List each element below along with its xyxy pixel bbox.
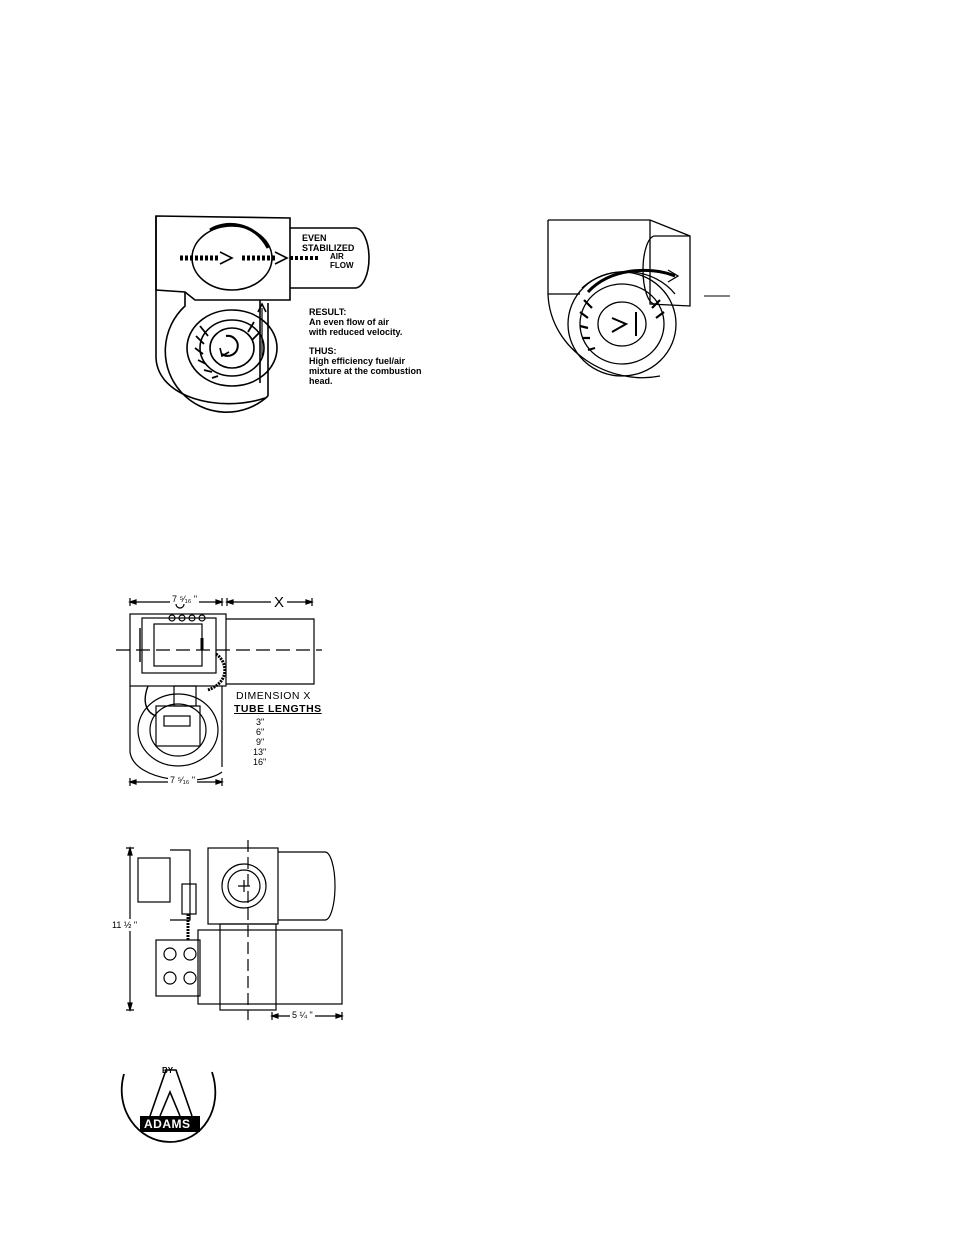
tube-lengths-caption: TUBE LENGTHS [232,703,324,715]
blower-housing-illustration [540,216,740,386]
dimension-x-caption: DIMENSION X [234,690,313,702]
blower-airflow-illustration [150,208,450,418]
tube-length-item: 16" [253,757,266,767]
adams-logo [118,1064,223,1144]
height-dimension: 11 ½ " [112,919,137,931]
tube-length-item: 9" [256,737,264,747]
result-text: An even flow of air with reduced velocit… [309,317,402,337]
tube-length-item: 3" [256,717,264,727]
air-flow-label: AIR FLOW [330,252,354,270]
width-top-dimension: 7 ⁵⁄₁₆ " [170,594,199,604]
result-heading: RESULT: [309,307,346,317]
tube-length-x-label: X [271,594,287,611]
logo-small-text: BY [162,1066,173,1075]
burner-dimension-side-view [120,840,350,1025]
offset-dimension: 5 ¼ " [290,1010,315,1020]
thus-heading: THUS: [309,346,337,356]
tube-length-item: 13" [253,747,266,757]
flow-label: EVEN STABILIZED [302,233,354,253]
tube-length-item: 6" [256,727,264,737]
width-bottom-dimension: 7 ⁵⁄₁₆ " [168,775,197,785]
thus-text: High efficiency fuel/air mixture at the … [309,356,422,386]
logo-brand-text: ADAMS [144,1117,191,1131]
